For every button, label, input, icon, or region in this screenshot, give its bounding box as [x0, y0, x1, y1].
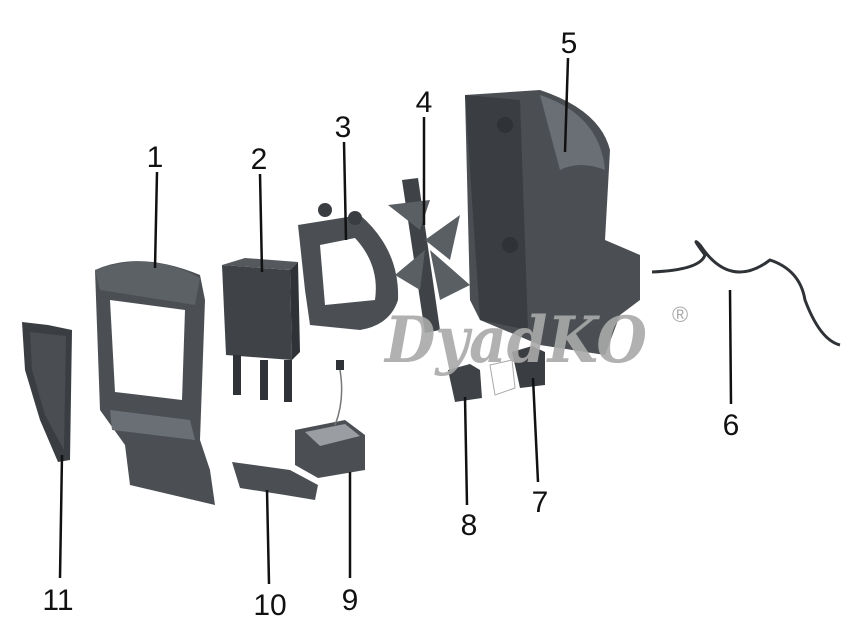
label-8: 8 — [461, 509, 478, 542]
label-10: 10 — [253, 589, 286, 622]
part-6-power-cord — [651, 240, 841, 347]
part-7-switch — [489, 346, 545, 396]
leader-line-6 — [728, 289, 733, 405]
leader-line-11 — [58, 454, 64, 579]
part-11-grille — [22, 322, 72, 462]
label-9: 9 — [342, 584, 359, 617]
part-3-fan-housing — [298, 203, 399, 330]
part-9-transformer — [295, 360, 365, 478]
label-11: 11 — [42, 584, 73, 617]
watermark-logo: DyadKO — [383, 303, 647, 378]
part-2-heater — [222, 258, 300, 402]
part-8-circuit-board — [448, 364, 482, 402]
part-4-fan — [388, 178, 470, 333]
label-1: 1 — [147, 141, 164, 174]
part-1-front-frame — [95, 261, 215, 505]
leader-line-10 — [265, 489, 271, 585]
leader-line-1 — [153, 171, 159, 269]
label-2: 2 — [251, 143, 268, 176]
label-4: 4 — [416, 86, 433, 119]
label-6: 6 — [723, 409, 740, 442]
label-7: 7 — [532, 486, 549, 519]
leader-line-5 — [563, 57, 570, 153]
leader-line-7 — [531, 377, 540, 483]
leader-line-8 — [463, 396, 469, 506]
leader-line-2 — [258, 173, 264, 273]
label-5: 5 — [561, 27, 578, 60]
label-3: 3 — [335, 111, 352, 144]
part-5-rear-housing — [465, 90, 640, 355]
leader-line-3 — [342, 141, 348, 241]
part-10-bracket — [232, 462, 318, 500]
registered-mark: ® — [672, 302, 688, 327]
